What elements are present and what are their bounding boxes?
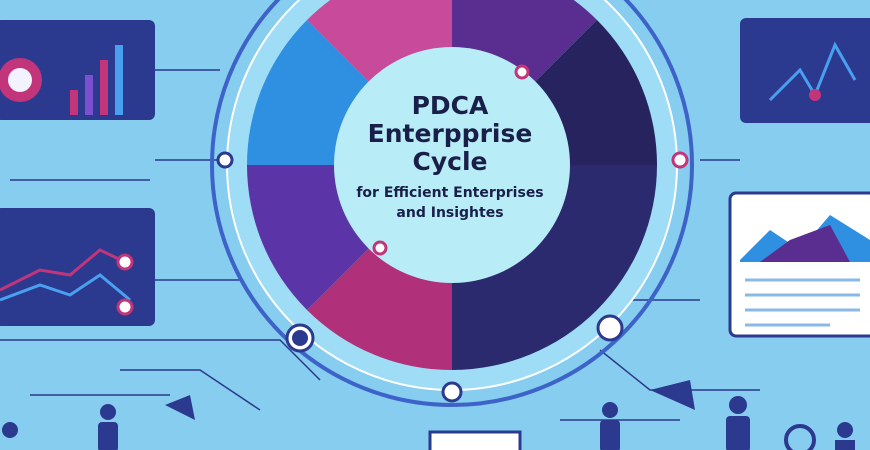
laptop [428,430,522,450]
center-circle [334,47,570,283]
title-line: PDCA [411,91,489,120]
title-line: Cycle [412,147,488,176]
title-line: Enterpprise [367,119,533,148]
left-chart-panel-bottom [0,208,155,326]
subtitle-line: and Insightes [396,205,504,221]
right-chart-panel-top [740,18,870,123]
right-document-panel [728,191,870,338]
center-subtitle: for Efficient Enterprises and Insightes [330,183,570,223]
gear-icon [784,424,816,450]
person-avatar-icon [292,330,308,346]
left-chart-panel-top [0,20,155,120]
subtitle-line: for Efficient Enterprises [356,185,544,201]
desk-lamps [165,380,695,420]
outer-ring [210,0,694,407]
center-title: PDCA Enterpprise Cycle [330,92,570,176]
people [2,396,855,450]
